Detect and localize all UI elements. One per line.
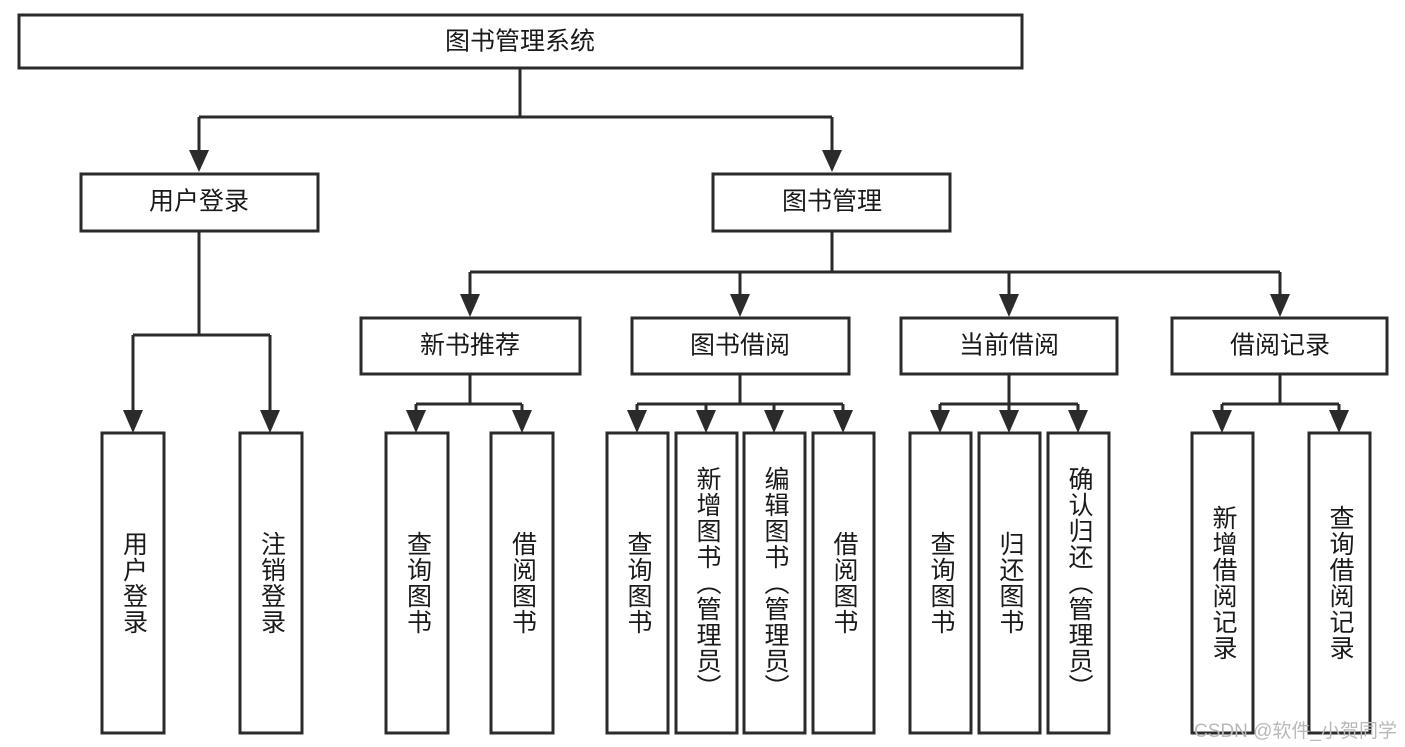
leaf-box-bb-edit-book[interactable]	[742, 431, 807, 735]
arrow-to-current-borrow	[999, 294, 1019, 317]
leaf-box-bb-borrow-book[interactable]	[811, 431, 876, 735]
leaf-box-logout[interactable]	[238, 431, 304, 735]
node-root[interactable]: 图书管理系统	[17, 13, 1024, 70]
arrow-bb-leaf-4	[833, 410, 853, 433]
leaf-box-bb-query-book[interactable]	[605, 431, 670, 735]
arrow-br-leaf-2	[1329, 410, 1349, 433]
node-book-borrow[interactable]: 图书借阅	[630, 316, 851, 376]
arrow-cb-leaf-2	[999, 410, 1019, 433]
leaf-label-bb-borrow-book: 借阅图书	[830, 531, 858, 635]
borrow-record-label: 借阅记录	[1230, 332, 1330, 360]
root-box[interactable]	[17, 13, 1024, 70]
leaf-box-cb-return-book[interactable]	[977, 431, 1042, 735]
node-book-management[interactable]: 图书管理	[711, 172, 952, 233]
book-borrow-box[interactable]	[630, 316, 851, 376]
leaf-box-br-query-record[interactable]	[1307, 431, 1372, 735]
current-borrow-box[interactable]	[899, 316, 1119, 376]
leaf-label-cb-confirm-return: 确认归还（管理员）	[1065, 466, 1093, 700]
leaf-box-cb-query-book[interactable]	[908, 431, 973, 735]
user-login-label: 用户登录	[149, 188, 249, 216]
leaf-label-br-query-record: 查询借阅记录	[1326, 505, 1354, 661]
arrow-cb-leaf-1	[930, 410, 950, 433]
node-current-borrow[interactable]: 当前借阅	[899, 316, 1119, 376]
new-book-recommend-label: 新书推荐	[420, 332, 520, 360]
connector-user-login-to-leaves	[123, 231, 280, 433]
leaf-label-nbr-query-book: 查询图书	[403, 531, 432, 635]
csdn-watermark: CSDN @软件_小贺同学	[1194, 721, 1397, 742]
leaf-box-cb-confirm-return[interactable]	[1046, 431, 1111, 735]
new-book-recommend-box[interactable]	[359, 316, 582, 376]
leaf-label-user-login: 用户登录	[119, 531, 148, 635]
connector-borrow-record-to-leaves	[1212, 374, 1349, 433]
connector-book-management-to-level3	[460, 231, 1290, 317]
leaf-label-cb-return-book: 归还图书	[996, 531, 1024, 635]
leaf-box-bb-add-book[interactable]	[674, 431, 739, 735]
connector-new-book-recommend-to-leaves	[406, 374, 532, 433]
arrow-br-leaf-1	[1212, 410, 1232, 433]
book-management-label: 图书管理	[782, 188, 882, 216]
leaf-label-br-add-record: 新增借阅记录	[1209, 505, 1237, 661]
arrow-bb-leaf-2	[696, 410, 716, 433]
leaf-box-nbr-query-book[interactable]	[384, 431, 450, 735]
node-user-login[interactable]: 用户登录	[79, 172, 320, 233]
arrow-to-book-management	[822, 150, 842, 172]
arrow-to-logout-leaf	[260, 410, 280, 433]
connector-root-to-level2	[189, 68, 842, 172]
arrow-to-book-borrow	[730, 294, 750, 317]
arrow-to-new-book-recommend	[460, 294, 480, 317]
leaf-label-bb-query-book: 查询图书	[624, 531, 652, 635]
node-borrow-record[interactable]: 借阅记录	[1170, 316, 1389, 376]
arrow-bb-leaf-1	[627, 410, 647, 433]
leaf-box-nbr-borrow-book[interactable]	[489, 431, 555, 735]
leaf-label-bb-edit-book: 编辑图书（管理员）	[761, 466, 789, 700]
connector-current-borrow-to-leaves	[930, 374, 1088, 433]
leaf-box-user-login[interactable]	[100, 431, 166, 735]
arrow-cb-leaf-3	[1068, 410, 1088, 433]
root-label: 图书管理系统	[445, 28, 595, 56]
arrow-nbr-leaf-2	[512, 410, 532, 433]
arrow-to-borrow-record	[1270, 294, 1290, 317]
arrow-to-user-login	[189, 150, 209, 172]
leaf-label-nbr-borrow-book: 借阅图书	[508, 531, 537, 635]
book-borrow-label: 图书借阅	[690, 332, 790, 360]
leaf-label-bb-add-book: 新增图书（管理员）	[693, 466, 721, 700]
arrow-to-user-login-leaf	[123, 410, 143, 433]
arrow-nbr-leaf-1	[406, 410, 426, 433]
leaf-label-cb-query-book: 查询图书	[927, 531, 955, 635]
connector-book-borrow-to-leaves	[627, 374, 853, 433]
leaf-label-logout: 注销登录	[257, 531, 286, 635]
arrow-bb-leaf-3	[764, 410, 784, 433]
leaf-box-br-add-record[interactable]	[1190, 431, 1255, 735]
current-borrow-label: 当前借阅	[959, 332, 1059, 360]
node-new-book-recommend[interactable]: 新书推荐	[359, 316, 582, 376]
